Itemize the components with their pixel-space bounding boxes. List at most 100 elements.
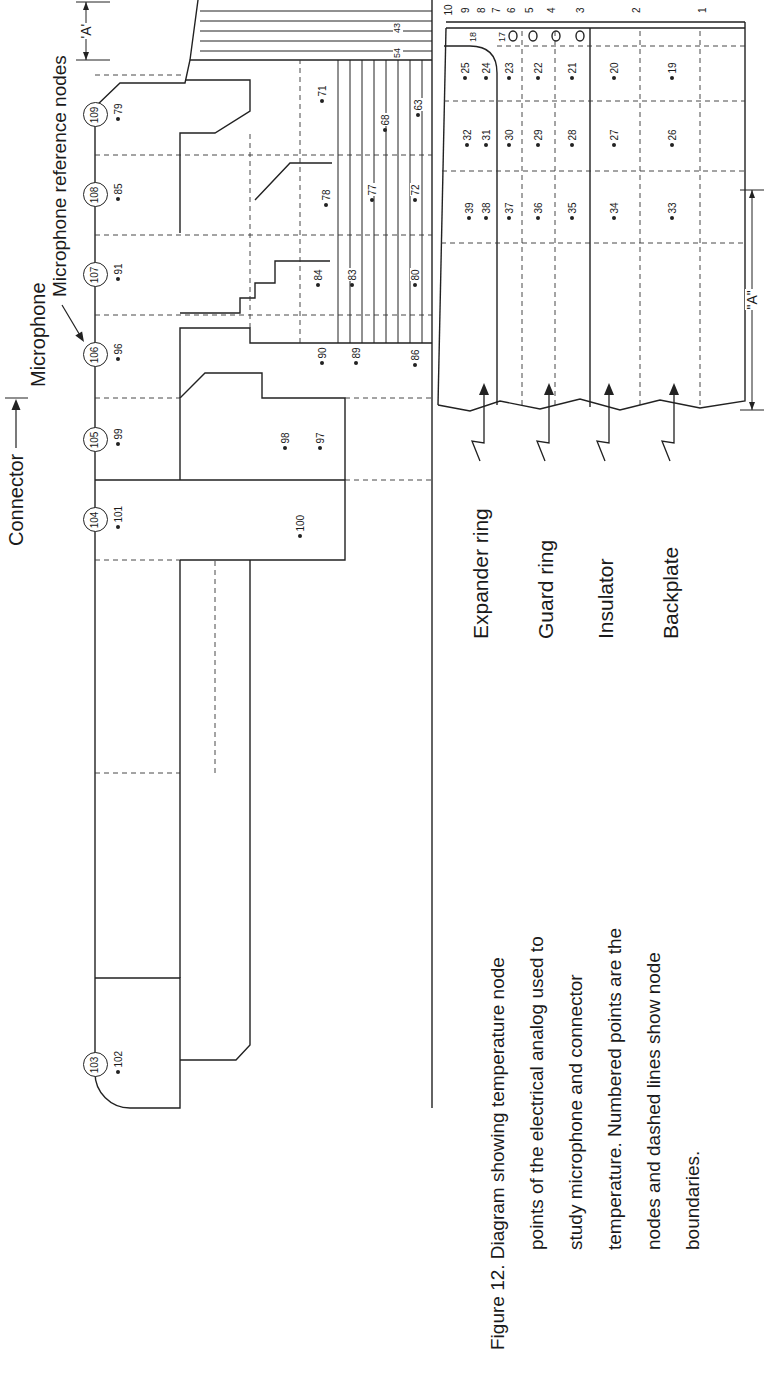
node-point-number: 100 [295,514,306,533]
arrowhead [83,2,89,10]
node-number: 105 [90,432,100,449]
node-point-dot [116,1071,120,1075]
reference-node-circle: 108 [83,183,108,208]
node-point-number: 5 [524,6,535,14]
node-point-dot [283,447,287,451]
node-point-dot [116,358,120,362]
arrowhead [12,399,21,410]
leader-line [62,305,81,337]
node-number: 106 [90,347,100,364]
node-point-number: 30 [504,128,515,141]
node-point-dot [318,447,322,451]
node-point-number: 77 [367,183,378,196]
node-point-dot [413,284,417,288]
node-boundary [215,60,300,773]
node-point-number: 35 [567,201,578,214]
node-point-dot [116,118,120,122]
node-point-dot [670,144,674,148]
node-point-number: 39 [464,201,475,214]
node-point-number: 24 [481,61,492,74]
node-point-number: 102 [113,1050,124,1069]
node-point-number: 37 [504,201,515,214]
node-point-number: 43 [393,22,403,34]
node-point-number: 86 [410,348,421,361]
node-point-dot [463,77,467,81]
small-gap [529,31,537,41]
layer-stack [338,60,422,343]
node-point-number: 17 [498,31,508,43]
reference-node-circle: 106 [83,343,108,368]
node-point-number: 4 [546,6,557,14]
reference-node-circle: 104 [83,508,108,533]
node-point-number: 36 [533,201,544,214]
node-number: 103 [90,1057,100,1074]
node-point-dot [116,278,120,282]
node-point-dot [416,114,420,118]
reference-node-circle: 107 [83,263,108,288]
node-point-number: 33 [667,201,678,214]
small-gap [552,31,560,41]
insulator-boundary [589,28,590,407]
label-leaders [472,393,674,461]
outline-group [5,0,764,1108]
node-point-dot [413,199,417,203]
connector-extent-line [5,398,28,448]
mating-ring [180,373,345,480]
node-point-number: 101 [113,505,124,524]
node-point-dot [507,144,511,148]
node-boundaries [95,28,745,773]
node-point-number: 71 [317,84,328,97]
node-point-dot [298,535,302,539]
node-point-dot [116,198,120,202]
node-point-number: 99 [113,427,124,440]
node-point-dot [324,204,328,208]
node-point-dot [536,77,540,81]
node-point-dot [484,217,488,221]
node-point-number: 29 [533,128,544,141]
node-point-number: 68 [380,113,391,126]
arrowhead [544,383,554,395]
node-point-number: 22 [533,61,544,74]
node-point-number: 63 [413,98,424,111]
node-point-number: 89 [351,346,362,359]
node-point-dot [570,77,574,81]
node-point-number: 80 [410,268,421,281]
node-point-dot [467,217,471,221]
node-point-number: 98 [280,431,291,444]
node-point-number: 18 [469,31,479,43]
node-point-dot [570,144,574,148]
inset-break-line [438,22,745,411]
node-point-number: 27 [609,128,620,141]
node-point-number: "A" [745,289,760,310]
node-point-number: 54 [393,47,403,59]
connector-coupling [95,480,345,560]
node-point-number: 91 [113,262,124,275]
connector-inner-line [179,560,180,978]
node-point-number: 79 [113,102,124,115]
inset-top [438,28,446,405]
inset-right-edge [446,22,745,28]
node-point-dot [612,217,616,221]
node-boundary [95,75,432,773]
node-point-dot [370,199,374,203]
node-point-number: 28 [567,128,578,141]
node-point-dot [354,362,358,366]
axis-line [431,0,432,1108]
front-layers [200,11,432,51]
node-point-dot [507,77,511,81]
node-point-dot [116,443,120,447]
arrowhead [669,383,679,395]
expander-boundary [444,46,497,405]
body-part [180,80,250,233]
node-point-number: 38 [481,201,492,214]
reference-node-circle: 103 [83,1053,108,1078]
housing-top-line [94,107,95,1073]
node-point-dot [116,526,120,530]
node-point-number: 23 [504,61,515,74]
node-point-number: 19 [667,61,678,74]
node-point-number: 32 [462,128,473,141]
node-point-number: 10 [443,3,454,16]
node-point-number: 84 [313,268,324,281]
node-point-number: 25 [460,61,471,74]
